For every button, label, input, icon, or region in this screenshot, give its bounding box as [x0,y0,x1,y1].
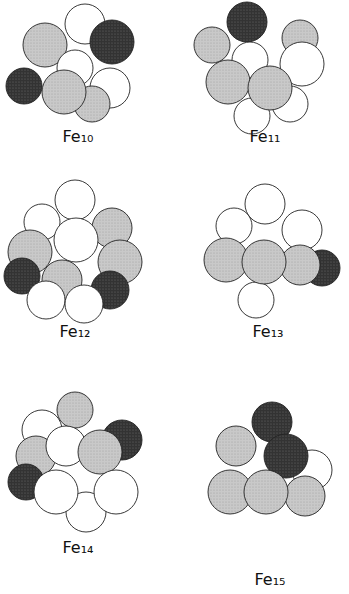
atom-sphere [57,392,93,428]
atom-sphere [204,238,248,282]
atom-sphere [227,2,267,42]
atom-sphere [54,218,98,262]
atom-sphere [194,27,230,63]
cluster-fe12 [4,180,142,323]
atom-sphere [34,470,78,514]
cluster-fe10 [6,4,134,122]
cluster-label: Fe₁₁ [250,127,281,146]
atom-sphere [6,68,42,104]
atom-sphere [248,66,292,110]
atom-sphere [244,470,288,514]
atom-sphere [206,60,250,104]
cluster-label: Fe₁₂ [60,322,91,341]
cluster-fe11 [194,2,324,134]
atom-sphere [90,20,134,64]
cluster-label: Fe₁₄ [63,538,94,557]
cluster-label: Fe₁₃ [253,322,284,341]
atom-sphere [42,70,86,114]
cluster-label: Fe₁₀ [63,127,94,146]
atom-sphere [285,476,325,516]
atom-sphere [78,430,122,474]
atom-sphere [94,470,138,514]
cluster-fe13 [204,184,340,318]
cluster-fe15 [208,402,332,516]
atom-sphere [216,426,256,466]
atom-sphere [282,210,322,250]
cluster-label: Fe₁₅ [255,570,286,589]
atom-sphere [27,281,65,319]
atom-sphere [242,240,286,284]
atom-sphere [55,180,95,220]
atom-sphere [238,282,274,318]
atom-sphere [245,184,285,224]
atom-sphere [65,285,103,323]
cluster-fe14 [8,392,142,532]
